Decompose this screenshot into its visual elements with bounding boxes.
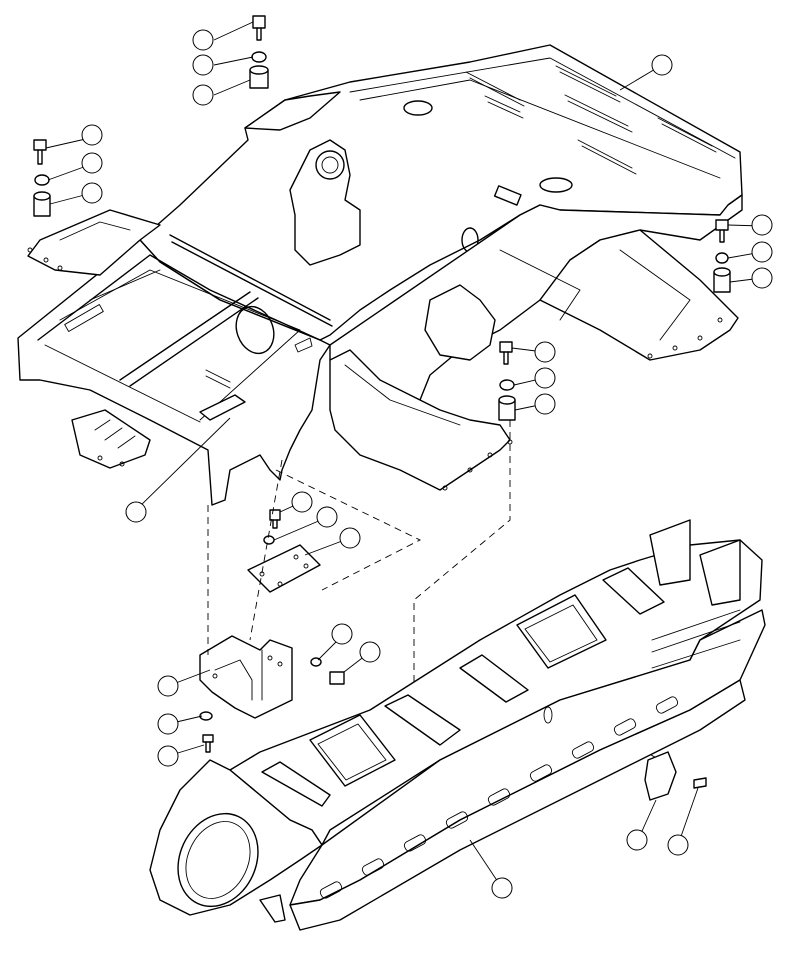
callout-bubble xyxy=(157,675,179,697)
callout-bubble xyxy=(81,152,103,174)
callout-bubble xyxy=(125,501,147,523)
callouts xyxy=(45,21,773,899)
middle-brackets xyxy=(199,509,345,753)
callout-bubble xyxy=(81,182,103,204)
callout-bubble xyxy=(359,641,381,663)
callout-bubble xyxy=(192,29,214,51)
callout-bubble xyxy=(157,745,179,767)
callout-bubble xyxy=(291,491,313,513)
callout-bubble xyxy=(751,267,773,289)
hardware-top xyxy=(33,15,731,421)
callout-bubble xyxy=(751,241,773,263)
callout-bubble xyxy=(157,713,179,735)
upper-frame xyxy=(17,44,743,506)
callout-bubble xyxy=(192,84,214,106)
callout-bubble xyxy=(534,341,556,363)
callout-bubble xyxy=(534,367,556,389)
callout-bubble xyxy=(192,54,214,76)
callout-bubble xyxy=(751,214,773,236)
callout-bubble xyxy=(316,506,338,528)
callout-bubble xyxy=(626,829,648,851)
callout-bubble xyxy=(331,623,353,645)
callout-bubble xyxy=(339,527,361,549)
callout-bubble xyxy=(491,877,513,899)
track-frame xyxy=(149,519,766,931)
callout-bubble xyxy=(81,124,103,146)
callout-bubble xyxy=(651,54,673,76)
callout-bubble xyxy=(667,834,689,856)
callout-bubble xyxy=(534,393,556,415)
